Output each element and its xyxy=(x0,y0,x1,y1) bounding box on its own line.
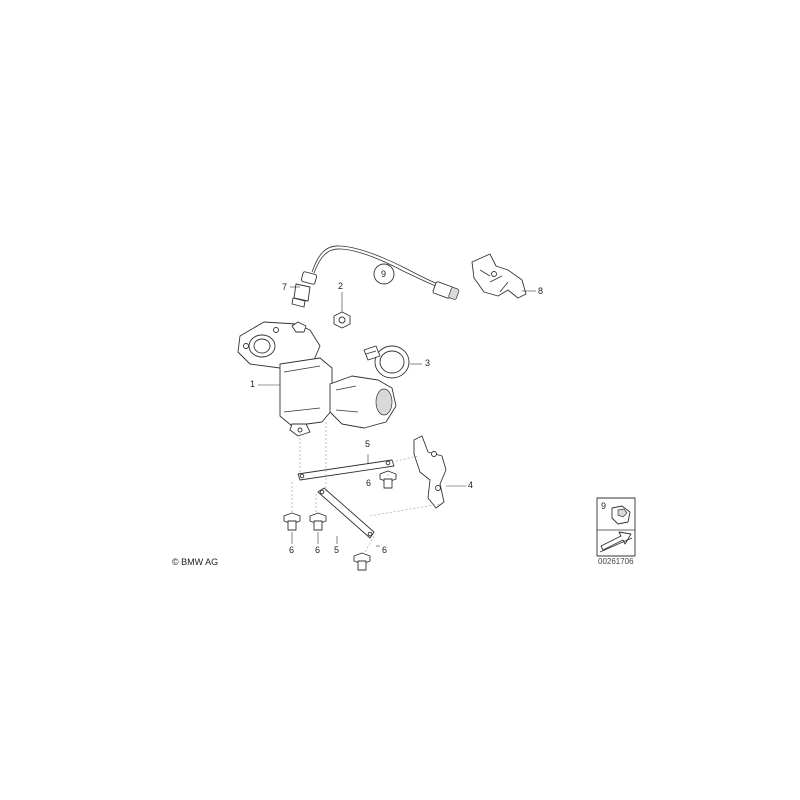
callout-6: 6 xyxy=(289,545,295,555)
callout-2: 2 xyxy=(338,281,344,291)
callout-9-circle xyxy=(373,263,395,285)
oxygen-sensor xyxy=(291,245,460,308)
nut xyxy=(333,311,351,329)
assembly-guide-lines xyxy=(291,422,441,555)
drawing-number: 00261706 xyxy=(598,557,634,566)
catalytic-converter xyxy=(237,321,397,437)
bolt xyxy=(309,512,327,531)
callout-6: 6 xyxy=(315,545,321,555)
legend-callout-9: 9 xyxy=(601,501,607,511)
legend-box xyxy=(596,497,636,557)
callout-6: 6 xyxy=(366,478,372,488)
callout-1: 1 xyxy=(250,379,256,389)
arrow-icon xyxy=(599,531,633,553)
callout-8: 8 xyxy=(538,286,544,296)
support-straps xyxy=(297,459,395,539)
copyright-notice: © BMW AG xyxy=(172,557,219,567)
support-bracket xyxy=(413,435,447,509)
callout-4: 4 xyxy=(468,480,474,490)
callout-5: 5 xyxy=(365,439,371,449)
callout-3: 3 xyxy=(425,358,431,368)
bolt xyxy=(283,512,301,531)
bolt xyxy=(379,470,397,489)
callout-6: 6 xyxy=(382,545,388,555)
clamp xyxy=(363,345,410,379)
callout-9-circled: 9 xyxy=(381,269,387,279)
heat-shield-bracket xyxy=(471,253,527,299)
callout-7: 7 xyxy=(282,282,288,292)
bolt xyxy=(353,552,371,571)
callout-5: 5 xyxy=(334,545,340,555)
leader-lines xyxy=(258,286,536,547)
